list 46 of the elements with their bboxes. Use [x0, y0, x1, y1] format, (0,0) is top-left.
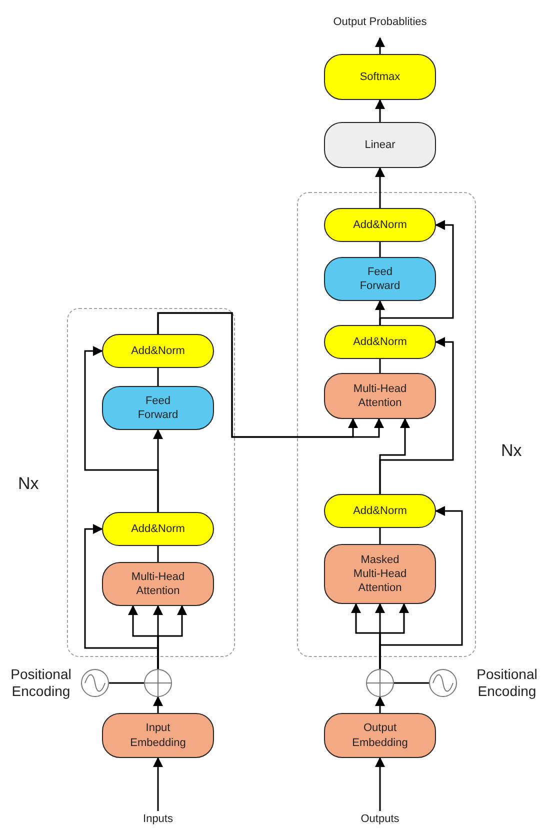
sine-wave-circle: [81, 669, 109, 697]
connector-line: [157, 368, 159, 386]
decoder-stack-frame: [297, 192, 476, 657]
softmax-block: Softmax: [324, 54, 436, 100]
connector-line: [109, 682, 144, 684]
embedding-block: Input Embedding: [102, 713, 214, 758]
sine-wave-circle: [429, 669, 457, 697]
arrow: [375, 757, 385, 811]
arrow: [379, 220, 454, 325]
embedding-block: Output Embedding: [324, 713, 436, 758]
arrow: [375, 696, 385, 713]
arrow: [375, 167, 385, 208]
add-norm-block: Add&Norm: [102, 334, 214, 368]
connector-line: [394, 682, 429, 684]
attention-block: Multi-Head Attention: [102, 562, 214, 606]
connector-line: [379, 359, 381, 373]
encoding-label: Positional Encoding: [469, 664, 545, 702]
output-label: Output Probablities: [330, 6, 430, 38]
add-norm-block: Add&Norm: [324, 494, 436, 528]
linear-block: Linear: [324, 122, 436, 168]
encoding-label: Positional Encoding: [4, 664, 78, 702]
arrow: [84, 346, 159, 512]
repeat-count-label: Nx: [18, 474, 39, 494]
arrow: [375, 99, 385, 122]
arrow: [375, 37, 385, 54]
arrow: [379, 337, 454, 494]
adder-circle: [144, 669, 172, 697]
encoder-stack-frame: [67, 308, 235, 657]
adder-circle: [366, 669, 394, 697]
arrow: [153, 696, 163, 713]
feed-forward-block: Feed Forward: [102, 386, 214, 430]
feed-forward-block: Feed Forward: [324, 257, 436, 301]
arrow: [153, 757, 163, 811]
add-norm-block: Add&Norm: [324, 325, 436, 359]
masked-attention-block: Masked Multi-Head Attention: [324, 544, 436, 604]
output-label: Outputs: [348, 811, 412, 827]
connector-line: [157, 546, 159, 562]
arrow: [379, 506, 463, 669]
arrow: [84, 524, 159, 669]
connector-line: [379, 242, 381, 257]
attention-block: Multi-Head Attention: [324, 373, 436, 419]
add-norm-block: Add&Norm: [324, 208, 436, 242]
connector-line: [379, 528, 381, 544]
repeat-count-label: Nx: [501, 441, 522, 461]
input-label: Inputs: [128, 811, 188, 827]
add-norm-block: Add&Norm: [102, 512, 214, 546]
